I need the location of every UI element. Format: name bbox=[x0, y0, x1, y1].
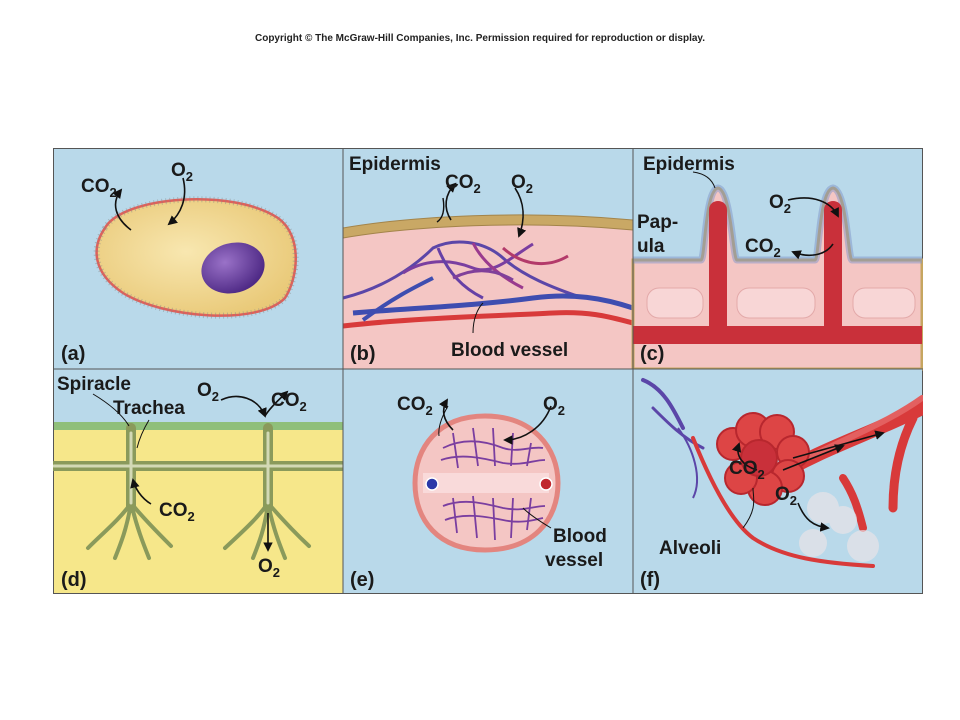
f-co2-label: CO2 bbox=[729, 458, 765, 482]
nucleus bbox=[201, 242, 265, 294]
e-blood-label-1: Blood bbox=[553, 526, 607, 547]
b-blood-vessel-label: Blood vessel bbox=[451, 340, 568, 361]
a-co2-label: CO2 bbox=[81, 176, 117, 200]
b-co2-label: CO2 bbox=[445, 172, 481, 196]
d-trachea-label: Trachea bbox=[113, 398, 185, 419]
panel-a: CO2 O2 (a) bbox=[54, 149, 343, 369]
panel-f: CO2 O2 Alveoli (f) bbox=[633, 369, 923, 593]
panel-a-letter: (a) bbox=[61, 343, 85, 365]
c-epidermis-label: Epidermis bbox=[643, 154, 735, 175]
panel-d: Spiracle Trachea O2 CO2 CO2 O2 (d) bbox=[53, 369, 347, 593]
panel-c: Epidermis Pap- ula O2 CO2 (c) bbox=[631, 149, 923, 371]
d-o2-bottom-label: O2 bbox=[258, 556, 280, 580]
c-co2-label: CO2 bbox=[745, 236, 781, 260]
e-co2-label: CO2 bbox=[397, 394, 433, 418]
single-cell bbox=[93, 196, 299, 319]
f-o2-label: O2 bbox=[775, 484, 797, 508]
panel-c-letter: (c) bbox=[640, 343, 664, 365]
e-blood-label-2: vessel bbox=[545, 550, 603, 571]
panel-b-letter: (b) bbox=[350, 343, 376, 365]
capillary-network bbox=[342, 240, 634, 329]
panel-dividers bbox=[53, 148, 923, 594]
d-co2-top-label: CO2 bbox=[271, 390, 307, 414]
gill-filament bbox=[412, 413, 561, 553]
papula-blood bbox=[633, 201, 922, 344]
gas-exchange-figure: CO2 O2 (a) Epidermis CO2 O2 Blood vessel… bbox=[53, 148, 923, 594]
trachea-tubes bbox=[53, 423, 347, 560]
c-o2-label: O2 bbox=[769, 192, 791, 216]
b-o2-label: O2 bbox=[511, 172, 533, 196]
copyright-notice: Copyright © The McGraw-Hill Companies, I… bbox=[254, 33, 706, 44]
d-co2-mid-label: CO2 bbox=[159, 500, 195, 524]
b-epidermis-label: Epidermis bbox=[349, 154, 441, 175]
panel-b: Epidermis CO2 O2 Blood vessel (b) bbox=[342, 149, 634, 369]
vein-dot bbox=[425, 477, 439, 491]
panel-e: CO2 O2 Blood vessel (e) bbox=[343, 369, 633, 593]
a-o2-label: O2 bbox=[171, 160, 193, 184]
c-papula-label-2: ula bbox=[637, 236, 665, 257]
d-o2-top-label: O2 bbox=[197, 380, 219, 404]
e-o2-label: O2 bbox=[543, 394, 565, 418]
c-papula-label-1: Pap- bbox=[637, 212, 678, 233]
panel-e-letter: (e) bbox=[350, 569, 374, 591]
artery-dot bbox=[539, 477, 553, 491]
panel-f-letter: (f) bbox=[640, 569, 660, 591]
f-alveoli-label: Alveoli bbox=[659, 538, 721, 559]
d-spiracle-label: Spiracle bbox=[57, 374, 131, 395]
panel-d-letter: (d) bbox=[61, 569, 87, 591]
